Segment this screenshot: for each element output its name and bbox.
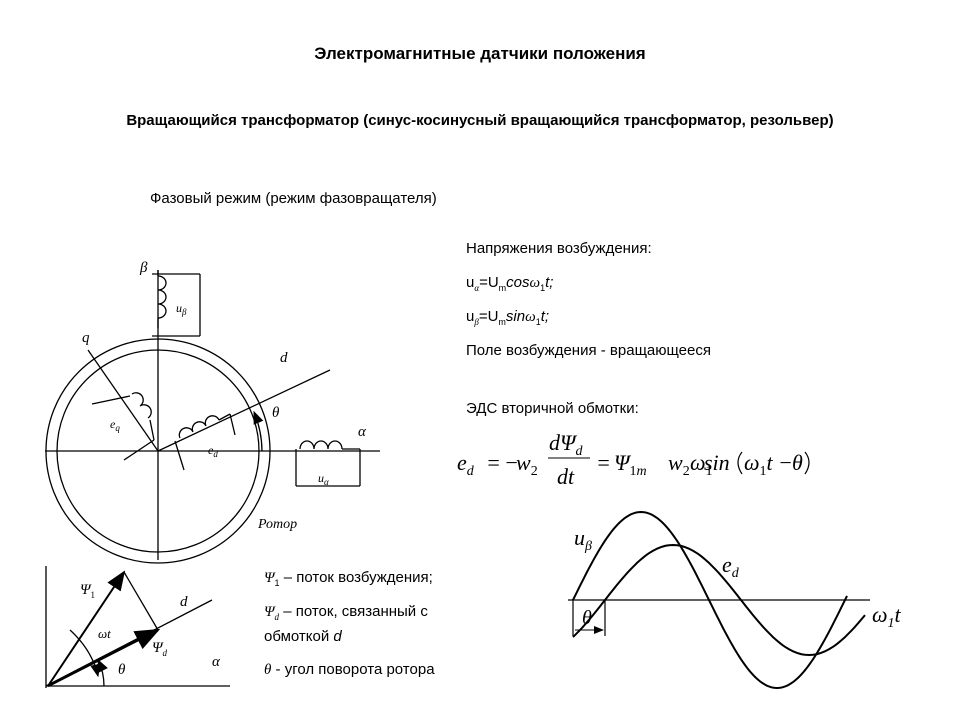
d-axis	[157, 369, 331, 452]
svg-text:uβ: uβ	[574, 525, 592, 554]
psi1-vector	[47, 570, 126, 687]
svg-text:Ψd: Ψd	[152, 640, 168, 658]
svg-text:ω1t: ω1t	[744, 450, 774, 479]
ua-formula: uα=Umcosω1t;	[466, 274, 554, 293]
alpha-winding	[295, 440, 361, 487]
svg-text:θ: θ	[272, 405, 280, 421]
field-caption: Поле возбуждения - вращающееся	[466, 342, 711, 359]
rotor-d-winding	[174, 413, 236, 471]
svg-text:w2: w2	[516, 450, 538, 479]
svg-text:θ: θ	[582, 607, 592, 629]
svg-text:ωt: ωt	[98, 626, 111, 641]
rotor-q-winding	[91, 392, 155, 461]
e-d-curve	[572, 543, 866, 657]
svg-text:α: α	[358, 424, 367, 440]
svg-text:d: d	[180, 594, 188, 610]
svg-text:ed: ed	[208, 443, 218, 459]
svg-text:uα: uα	[318, 471, 329, 487]
svg-text:=: =	[596, 450, 611, 475]
vector-diagram	[45, 566, 230, 688]
svg-text:β: β	[139, 260, 148, 276]
svg-text:Ψ1m: Ψ1m	[614, 450, 647, 479]
svg-text:dΨd: dΨd	[549, 430, 583, 459]
page-subtitle: Вращающийся трансформатор (синус-косинус…	[126, 112, 834, 129]
ub-formula: uβ=Umsinω1t;	[466, 308, 550, 327]
vector-labels: Ψ1 d ωt Ψd θ α	[80, 582, 221, 678]
svg-text:ed: ed	[722, 552, 740, 581]
legend-theta: θ - угол поворота ротора	[264, 661, 435, 678]
svg-text:−: −	[778, 450, 793, 475]
legend-psi1: Ψ1 – поток возбуждения;	[264, 569, 433, 588]
svg-text:ω1: ω1	[690, 450, 713, 479]
svg-text:θ: θ	[118, 662, 126, 678]
svg-text:q: q	[82, 330, 90, 346]
svg-text:ed: ed	[457, 450, 475, 479]
resolver-diagram	[45, 270, 380, 564]
emf-equation: ed = − m w2 dΨd dt = Ψ1m w2 ω1 sin ω1t −…	[457, 430, 810, 489]
theta-arc	[253, 410, 264, 452]
svg-text:=: =	[486, 450, 501, 475]
svg-text:θ: θ	[792, 450, 803, 475]
legend-psid: Ψd – поток, связанный с обмоткой d	[264, 603, 428, 645]
omega-t-arc	[69, 629, 101, 678]
svg-text:uβ: uβ	[176, 301, 187, 317]
svg-text:−: −	[504, 450, 519, 475]
svg-text:α: α	[212, 654, 221, 670]
psid-vector	[47, 628, 161, 688]
svg-text:Ротор: Ротор	[257, 517, 297, 532]
svg-text:sin: sin	[704, 450, 730, 475]
svg-text:d: d	[280, 350, 288, 366]
q-axis	[87, 349, 159, 452]
beta-winding	[152, 270, 201, 337]
waveform-labels: uβ ed θ ω1t	[574, 525, 902, 631]
svg-text:eq: eq	[110, 417, 120, 433]
emf-heading: ЭДС вторичной обмотки:	[466, 400, 639, 417]
theta-small-arc	[97, 658, 108, 687]
svg-text:w2: w2	[668, 450, 690, 479]
svg-text:ω1t: ω1t	[872, 602, 902, 631]
excitation-heading: Напряжения возбуждения:	[466, 240, 652, 257]
u-beta-curve	[572, 510, 848, 690]
page-title: Электромагнитные датчики положения	[314, 44, 646, 63]
svg-text:dt: dt	[557, 464, 575, 489]
resolver-labels: β α q d θ uβ uα eq ed Ротор	[82, 260, 367, 532]
mode-caption: Фазовый режим (режим фазовращателя)	[150, 190, 437, 207]
svg-text:Ψ1: Ψ1	[80, 582, 95, 600]
waveform-plot	[568, 510, 870, 690]
